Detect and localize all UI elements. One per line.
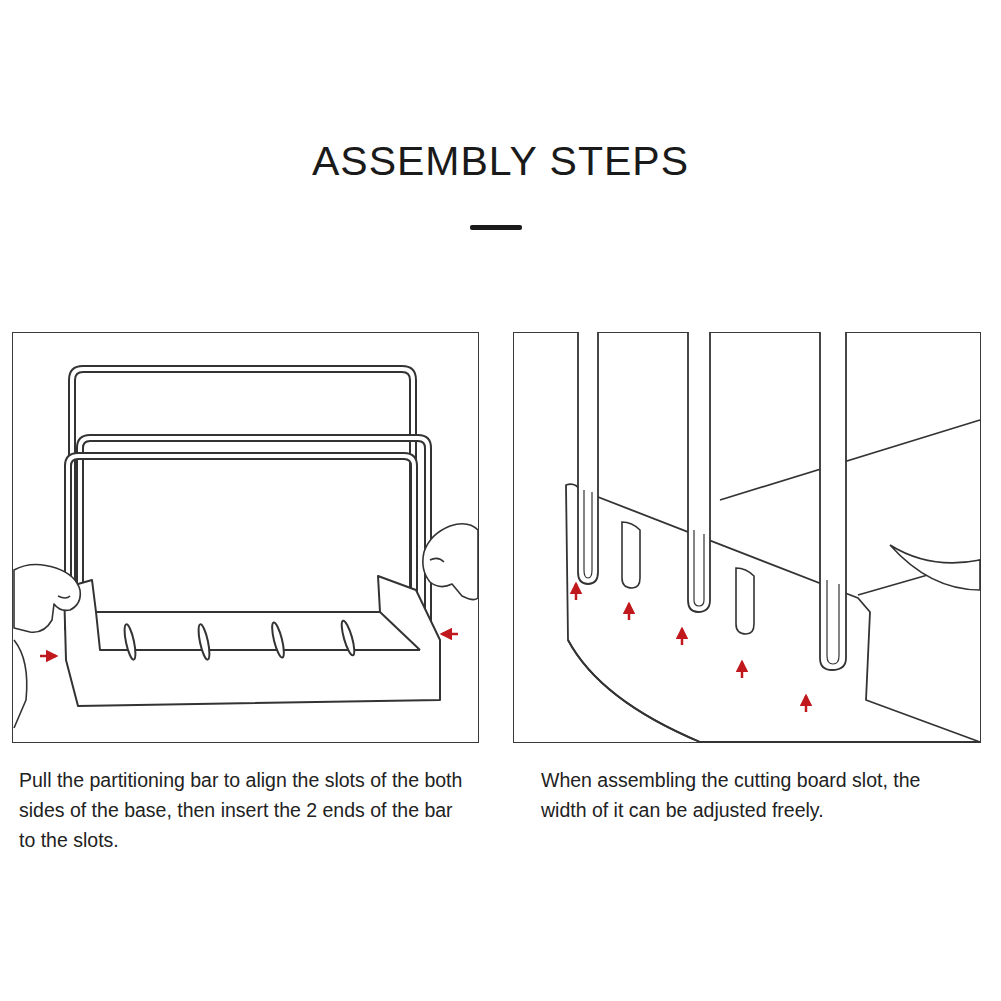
- step-caption: When assembling the cutting board slot, …: [541, 765, 961, 825]
- diagram-title: ASSEMBLY STEPS: [0, 138, 1001, 185]
- title-dash: [470, 225, 522, 230]
- step-caption: Pull the partitioning bar to align the s…: [19, 765, 469, 855]
- step-panel: When assembling the cutting board slot, …: [513, 332, 981, 743]
- step-panel: Pull the partitioning bar to align the s…: [12, 332, 479, 743]
